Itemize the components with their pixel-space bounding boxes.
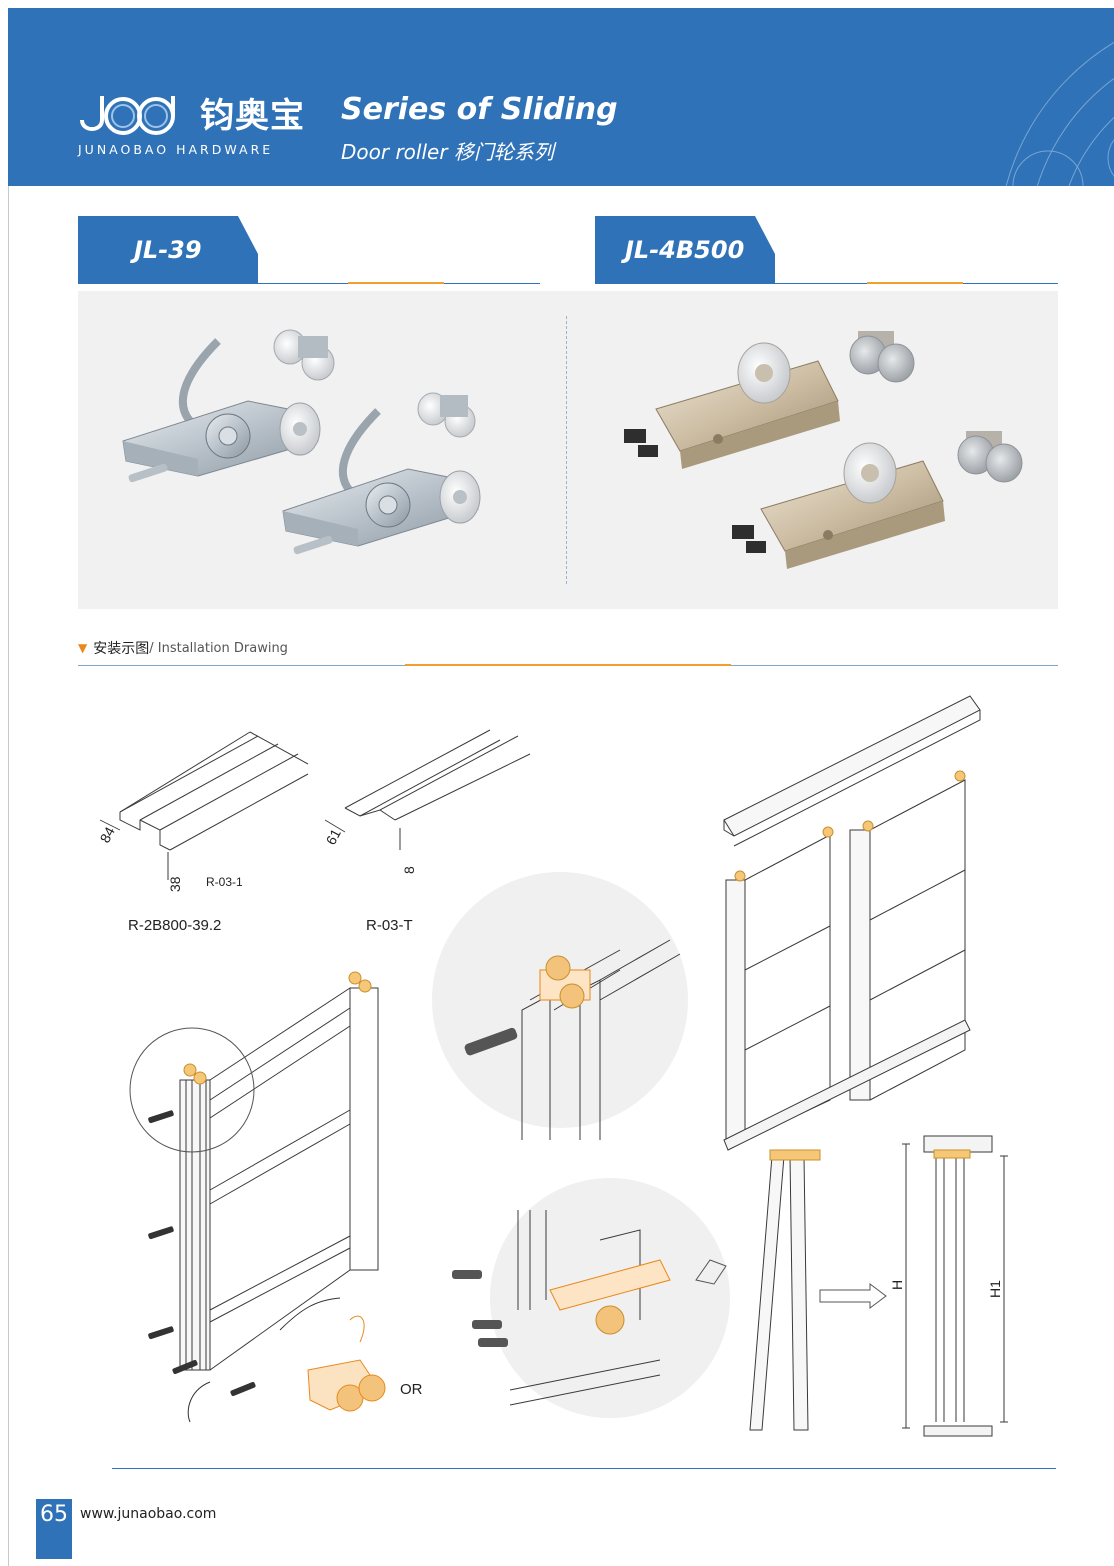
footer-rule [112, 1468, 1056, 1469]
tab-underline-accent [348, 282, 444, 284]
detail-circle-bottom [452, 1178, 730, 1418]
dim-height-1: 38 [167, 876, 183, 892]
double-door-frame [723, 695, 981, 1151]
dim-h1: H1 [987, 1280, 1003, 1298]
screw-icons [148, 1110, 256, 1397]
dim-width-2: 61 [323, 826, 345, 847]
brand-name-cn: 钧奥宝 [200, 96, 305, 136]
model-code: JL-39 [134, 236, 202, 264]
right-arrow-icon [819, 1283, 887, 1309]
profile-code-2: R-03-T [366, 917, 413, 934]
dim-h: H [889, 1280, 905, 1290]
section-heading: ▼ 安装示图 / Installation Drawing [78, 638, 288, 658]
jl4b500-roller-bottom [732, 442, 945, 569]
installation-drawing: 84 38 R-03-1 61 8 R-2B800-39.2 R-03-T OR… [97, 695, 1008, 1437]
turn-arrow-icon [695, 1259, 727, 1285]
product-photos [122, 329, 1023, 569]
jl4b500-wheel-bottom [957, 431, 1023, 483]
page-number-tab [36, 1529, 72, 1559]
photo-divider [566, 316, 567, 584]
jl39-roller-top [122, 338, 321, 483]
profile-code-1: R-2B800-39.2 [128, 917, 221, 934]
arrow-icon [187, 1381, 211, 1423]
product-photo-panel [78, 291, 1058, 609]
jl4b500-wheel-top [849, 331, 915, 383]
or-label: OR [400, 1381, 423, 1398]
model-tab-left: JL-39 [78, 216, 540, 286]
dim-width-1: 84 [97, 824, 119, 845]
header-decoration [1005, 42, 1114, 186]
model-tab-right: JL-4B500 [595, 216, 1058, 286]
page-header: 钧奥宝 JUNAOBAO HARDWARE Series of Sliding … [8, 8, 1114, 186]
section-underline-accent [405, 664, 731, 666]
left-margin-rule [8, 186, 9, 1566]
door-side-view-tilted [749, 1149, 821, 1431]
inner-profile-code: R-03-1 [206, 875, 243, 889]
jl39-wheel-top [273, 329, 335, 381]
section-title-en: / Installation Drawing [149, 640, 288, 656]
dim-height-2: 8 [401, 866, 417, 874]
tab-shape [78, 216, 258, 284]
track-profile-2 [324, 729, 531, 850]
single-door-frame [129, 971, 379, 1371]
model-code: JL-4B500 [625, 236, 745, 264]
detail-circle-top [432, 872, 688, 1140]
page-number: 65 [36, 1499, 72, 1529]
section-title-cn: 安装示图 [93, 641, 150, 657]
tab-shape [595, 216, 775, 284]
track-profile-1 [99, 731, 309, 880]
arrow-icon [279, 1297, 341, 1331]
triangle-icon: ▼ [78, 641, 88, 655]
junaobao-logo-icon [80, 96, 175, 135]
tab-underline-accent [867, 282, 963, 284]
series-subtitle: Door roller 移门轮系列 [341, 140, 554, 164]
jl4b500-roller-top [624, 342, 840, 469]
brand-name-en: JUNAOBAO HARDWARE [78, 142, 274, 157]
door-side-view-dimensioned [902, 1135, 1008, 1437]
jl39-roller-bottom [282, 408, 481, 555]
jl39-wheel-bottom [417, 392, 476, 438]
series-title: Series of Sliding [341, 92, 618, 127]
website-link[interactable]: www.junaobao.com [80, 1506, 217, 1522]
clip-roller-detail [307, 1315, 386, 1412]
